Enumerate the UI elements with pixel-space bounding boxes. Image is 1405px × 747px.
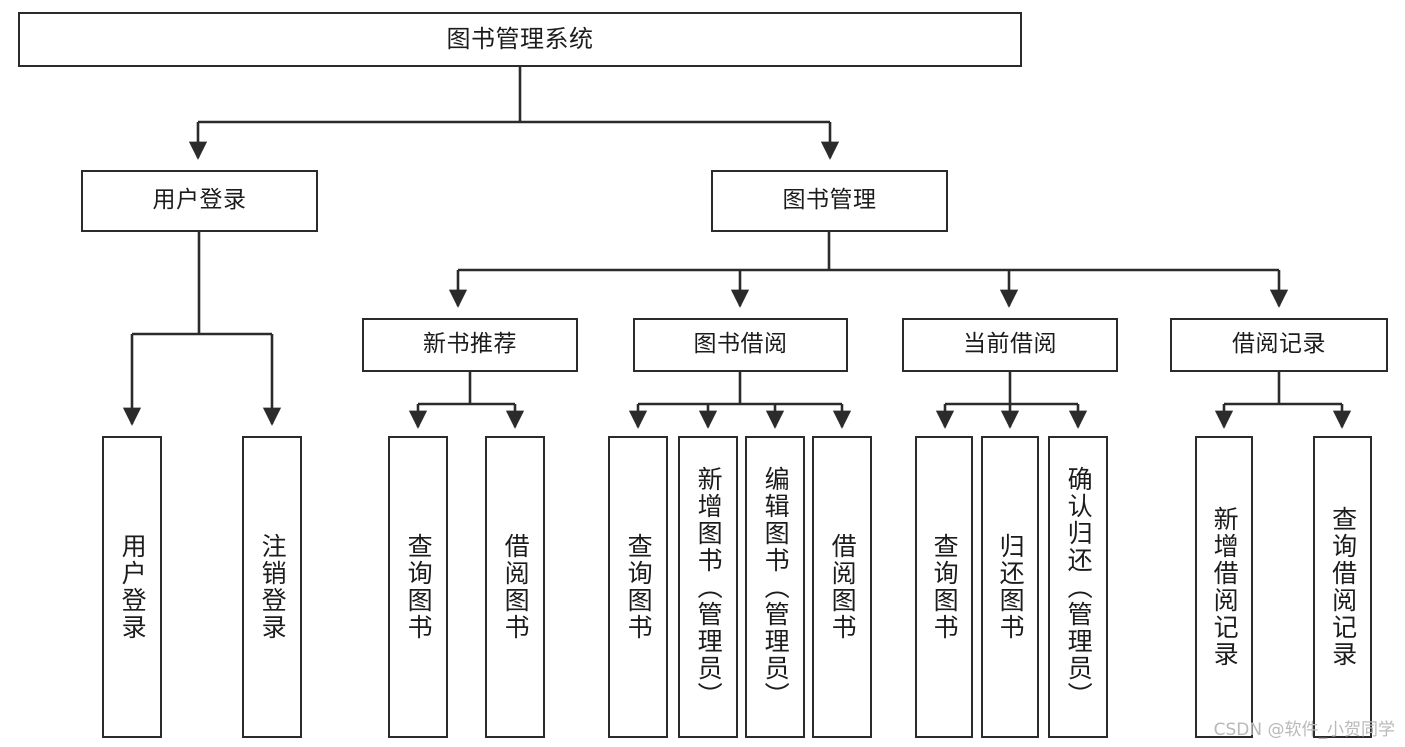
node-current-borrow[interactable]: 当前借阅 — [902, 318, 1118, 372]
leaf-query-borrow-record[interactable]: 查询借阅记录 — [1313, 436, 1372, 738]
node-label: 新增借阅记录 — [1210, 506, 1240, 668]
node-label: 查询图书 — [930, 533, 960, 641]
node-label: 查询图书 — [624, 533, 654, 641]
leaf-borrow-books[interactable]: 借阅图书 — [812, 436, 872, 738]
node-label: 图书管理 — [782, 187, 877, 214]
leaf-edit-book-admin[interactable]: 编辑图书（管理员） — [745, 436, 805, 738]
leaf-user-login[interactable]: 用户登录 — [102, 436, 162, 738]
leaf-query-books-current[interactable]: 查询图书 — [915, 436, 973, 738]
node-label: 编辑图书（管理员） — [761, 465, 791, 709]
node-label: 当前借阅 — [963, 331, 1057, 358]
node-book-management[interactable]: 图书管理 — [711, 170, 948, 232]
leaf-return-books[interactable]: 归还图书 — [981, 436, 1039, 738]
node-root-system[interactable]: 图书管理系统 — [18, 12, 1022, 67]
node-book-borrow[interactable]: 图书借阅 — [633, 318, 848, 372]
node-label: 图书管理系统 — [446, 25, 594, 54]
leaf-user-logout[interactable]: 注销登录 — [242, 436, 302, 738]
node-label: 用户登录 — [152, 187, 247, 214]
node-label: 确认归还（管理员） — [1064, 465, 1094, 709]
node-label: 借阅记录 — [1232, 331, 1326, 358]
node-borrow-records[interactable]: 借阅记录 — [1170, 318, 1388, 372]
node-label: 借阅图书 — [501, 533, 531, 641]
node-label: 注销登录 — [258, 533, 288, 641]
node-label: 图书借阅 — [693, 331, 788, 358]
node-label: 新增图书（管理员） — [694, 465, 724, 709]
node-label: 归还图书 — [996, 533, 1026, 641]
node-new-book-recommend[interactable]: 新书推荐 — [362, 318, 578, 372]
node-label: 新书推荐 — [423, 331, 517, 358]
node-label: 查询图书 — [404, 533, 434, 641]
leaf-query-books-borrow[interactable]: 查询图书 — [608, 436, 668, 738]
node-label: 查询借阅记录 — [1328, 506, 1358, 668]
leaf-query-books-recommend[interactable]: 查询图书 — [388, 436, 448, 738]
node-label: 借阅图书 — [828, 533, 858, 641]
csdn-watermark: CSDN @软件_小贺同学 — [1213, 720, 1395, 740]
leaf-add-borrow-record[interactable]: 新增借阅记录 — [1195, 436, 1253, 738]
leaf-borrow-books-recommend[interactable]: 借阅图书 — [485, 436, 545, 738]
leaf-add-book-admin[interactable]: 新增图书（管理员） — [678, 436, 738, 738]
leaf-confirm-return-admin[interactable]: 确认归还（管理员） — [1048, 436, 1108, 738]
node-label: 用户登录 — [118, 533, 148, 641]
node-user-login[interactable]: 用户登录 — [81, 170, 318, 232]
